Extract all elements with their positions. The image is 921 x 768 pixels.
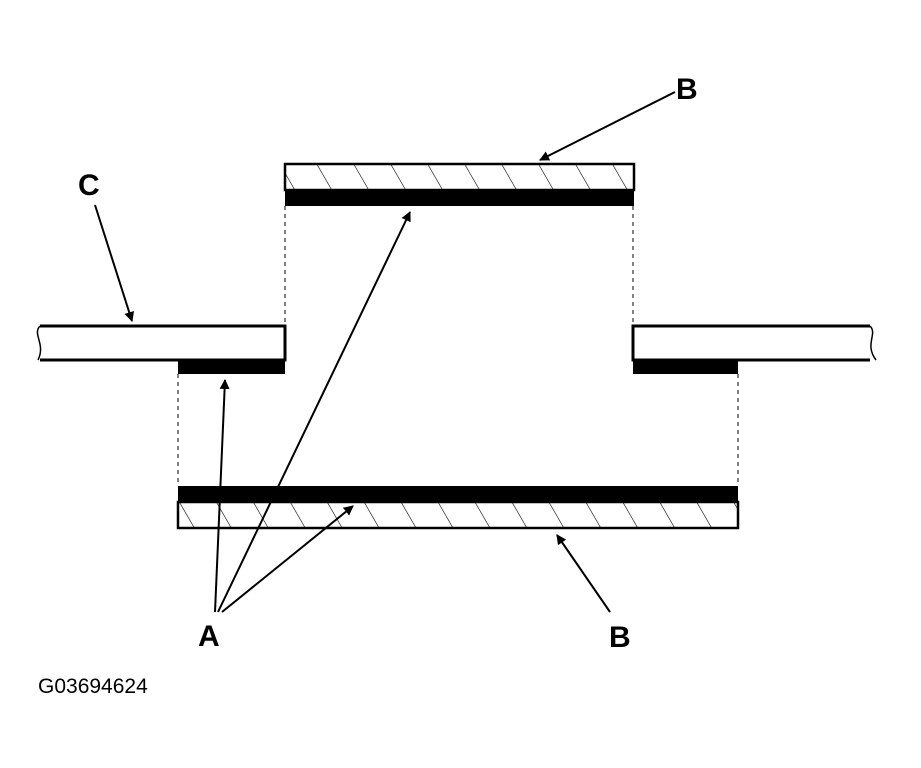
top-patch: [283, 162, 636, 206]
right-panel: [631, 324, 877, 362]
callout-c: C: [78, 169, 100, 202]
arrow-a-top: [217, 211, 411, 613]
arrow-b-bottom: [556, 534, 611, 613]
arrow-a-left: [214, 379, 230, 613]
bottom-patch: [176, 486, 740, 530]
adhesive-top-patch: [285, 190, 634, 206]
arrow-c: [94, 204, 135, 322]
left-panel: [36, 324, 287, 362]
callout-a: A: [198, 620, 220, 653]
leader-lines: [94, 91, 676, 613]
arrow-b-top: [539, 91, 676, 161]
adhesive-bottom-patch: [178, 486, 738, 502]
callout-b-top: B: [676, 73, 698, 106]
figure-id: G03694624: [38, 675, 148, 698]
adhesive-left: [178, 360, 285, 374]
adhesive-right: [633, 360, 738, 374]
callout-b-bottom: B: [609, 621, 631, 654]
arrow-a-bottom: [221, 505, 354, 613]
alignment-lines: [177, 206, 739, 486]
